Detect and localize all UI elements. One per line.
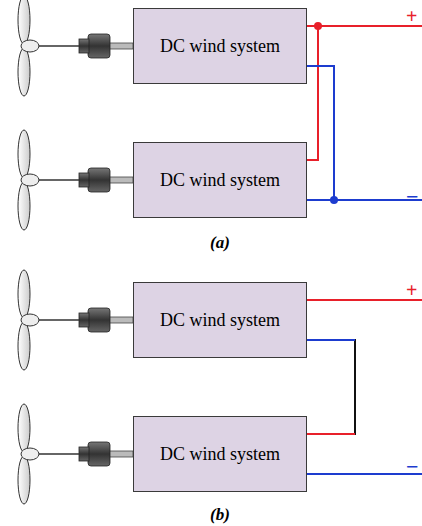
negative-bus (307, 473, 422, 475)
polarity-label: − (406, 456, 419, 478)
box-label: DC wind system (160, 444, 280, 465)
negative-lead (307, 339, 355, 341)
box-label: DC wind system (160, 36, 280, 57)
connecting-wire (307, 66, 334, 200)
wind-system-box: DC wind system (133, 416, 307, 492)
polarity-label: + (406, 6, 417, 26)
polarity-label: + (406, 280, 417, 300)
wind-turbine (18, 270, 133, 370)
wind-turbine (18, 130, 133, 230)
wind-system-box: DC wind system (133, 8, 307, 84)
subfigure-label: (b) (210, 506, 230, 523)
wind-system-box: DC wind system (133, 282, 307, 358)
positive-lead (307, 433, 355, 435)
connecting-wire (307, 26, 318, 160)
box-label: DC wind system (160, 170, 280, 191)
connecting-wire (307, 340, 355, 434)
wind-turbine (18, 404, 133, 504)
subfigure-label: (a) (210, 234, 230, 251)
wind-system-box: DC wind system (133, 142, 307, 218)
polarity-label: − (406, 186, 419, 208)
positive-bus (307, 299, 422, 301)
wind-turbine (18, 0, 133, 96)
box-label: DC wind system (160, 310, 280, 331)
